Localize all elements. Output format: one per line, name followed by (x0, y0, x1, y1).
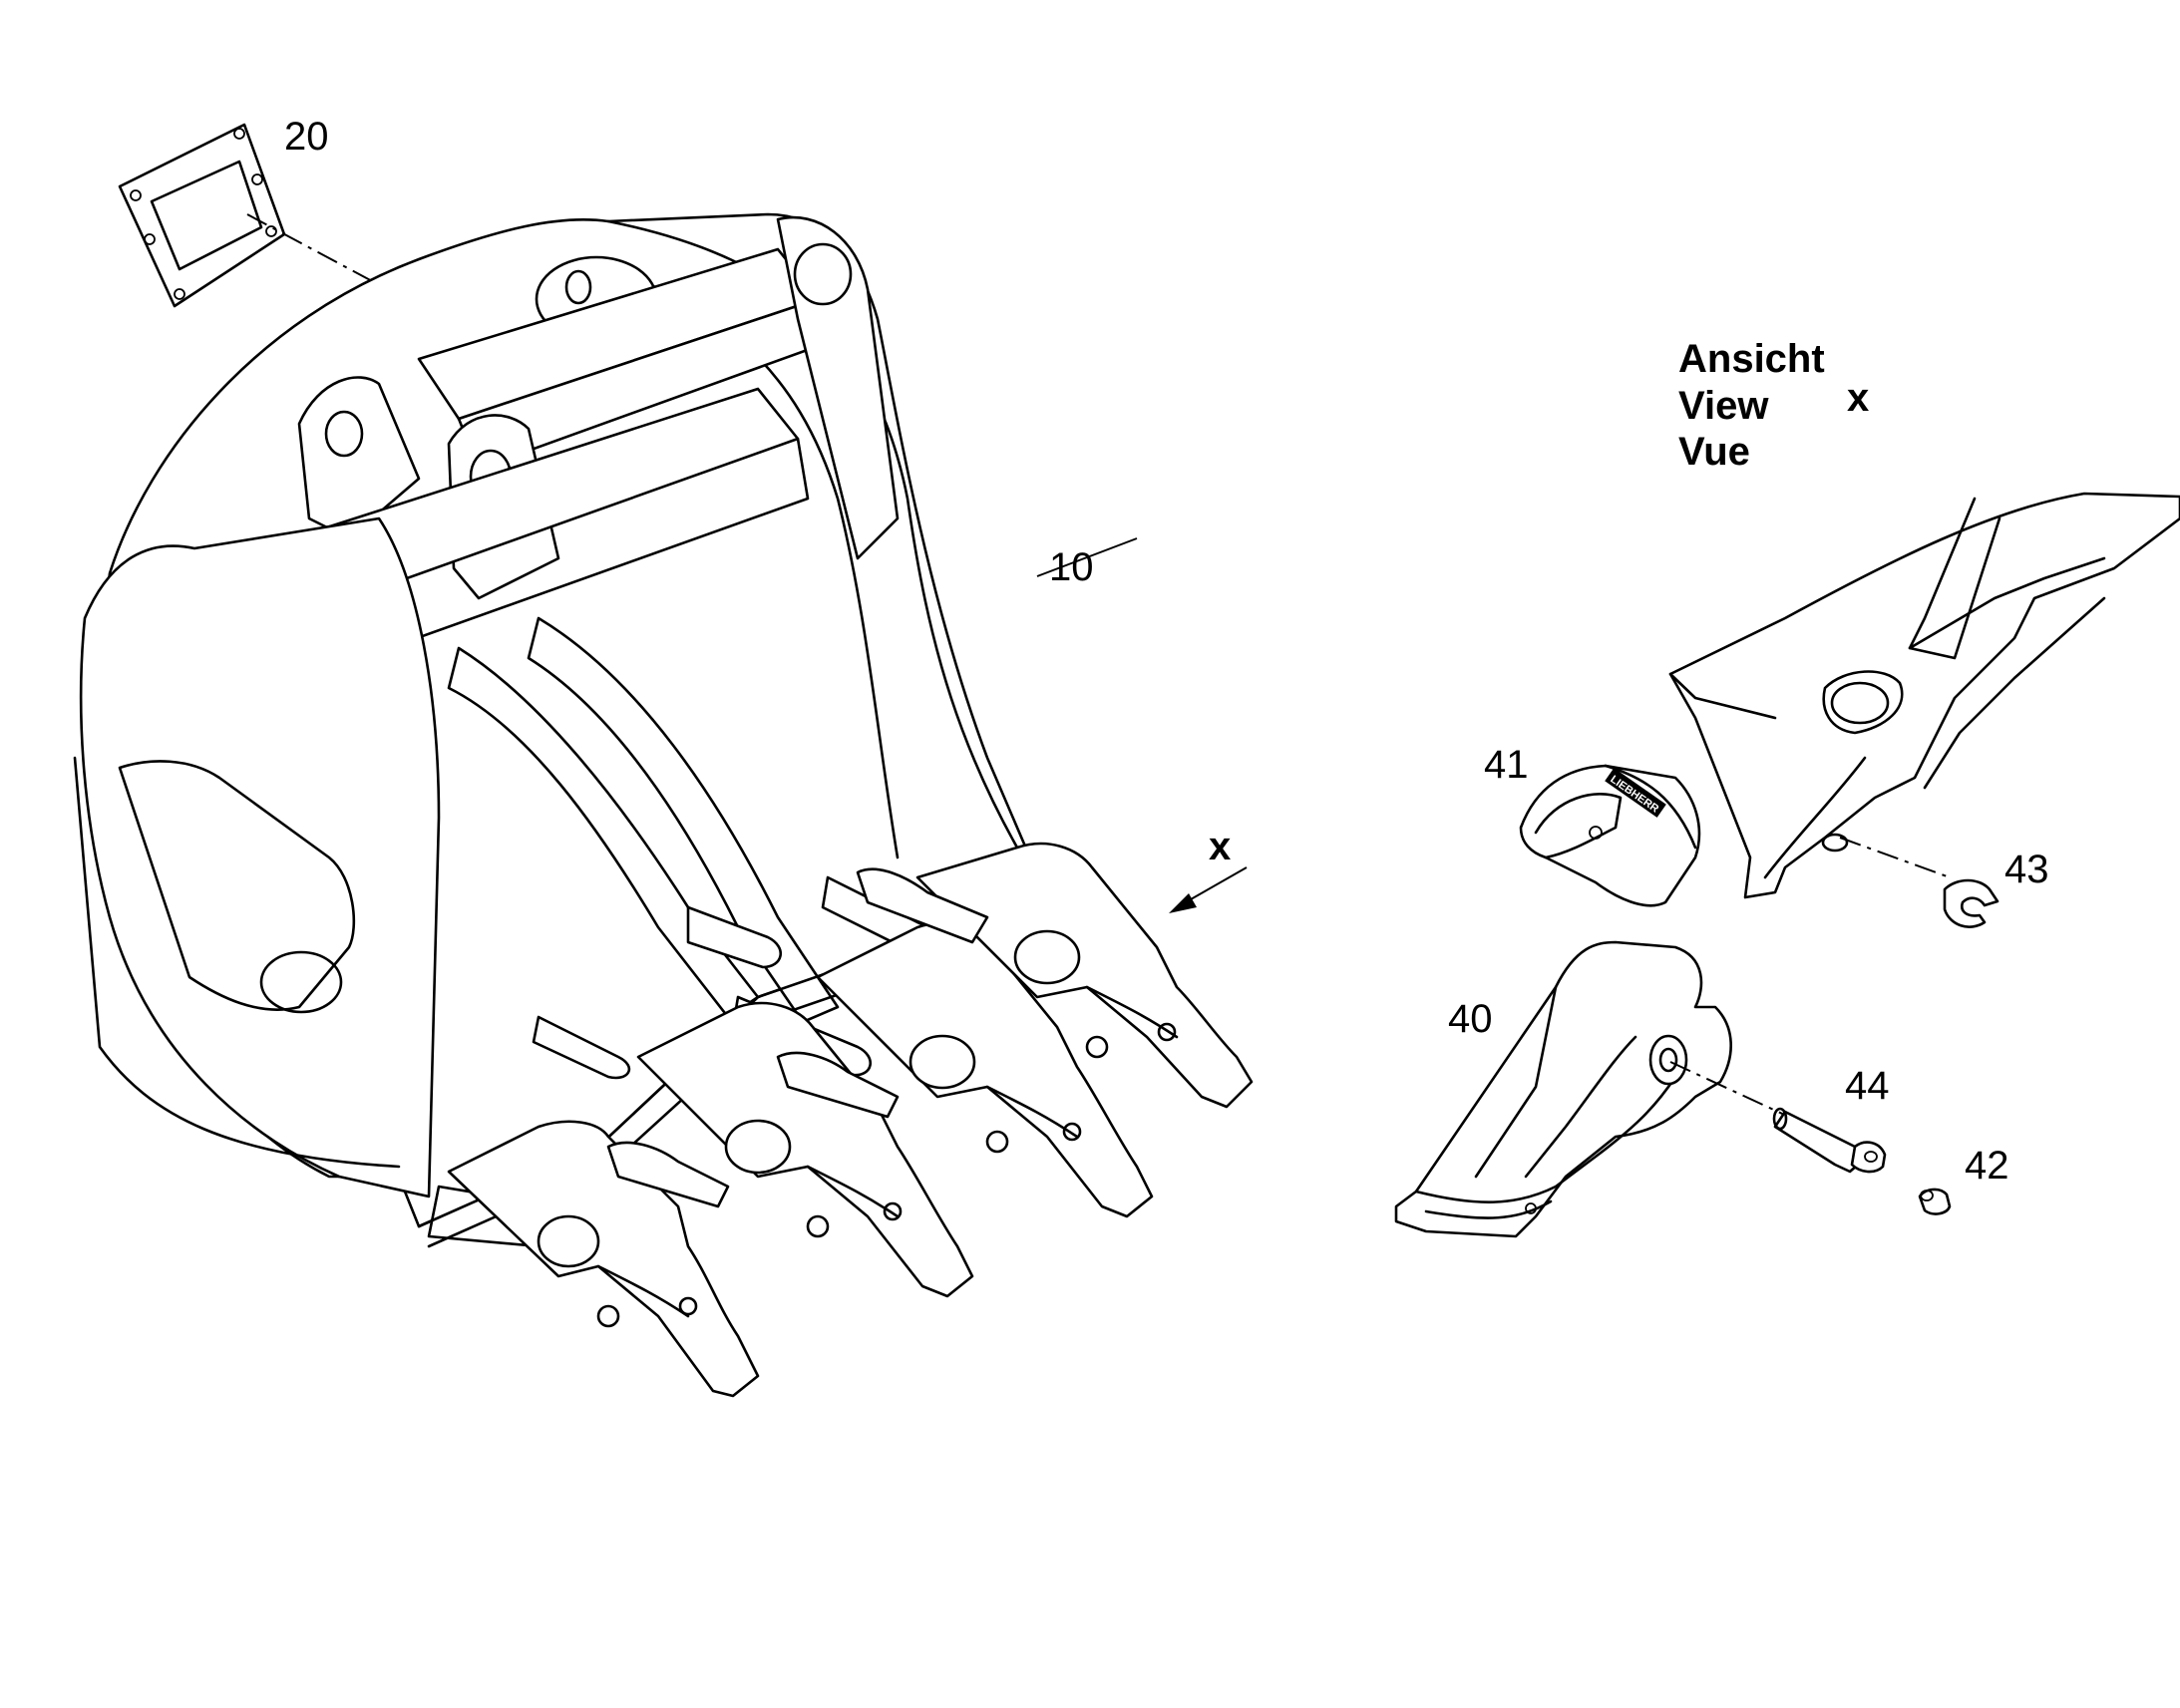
view-direction-arrow (1169, 866, 1248, 913)
view-caption-vue: Vue (1678, 430, 1750, 474)
label-part-41: 41 (1484, 743, 1529, 787)
bucket-part-10 (73, 212, 1254, 1398)
tooth-2 (636, 1001, 974, 1298)
view-caption-view: View (1678, 384, 1769, 428)
tooth-4 (915, 842, 1254, 1109)
label-direction-x: x (1209, 825, 1231, 868)
label-part-20: 20 (284, 115, 329, 159)
label-part-44: 44 (1845, 1064, 1890, 1108)
label-part-43: 43 (2004, 848, 2049, 891)
plate-part-20 (118, 123, 286, 308)
label-part-40: 40 (1448, 997, 1493, 1041)
pin-part-44 (1772, 1107, 1887, 1174)
tooth-3 (816, 921, 1154, 1218)
view-caption-ansicht: Ansicht (1678, 337, 1825, 381)
label-part-10: 10 (1049, 545, 1094, 589)
view-caption-x: x (1847, 376, 1869, 420)
plug-part-42 (1918, 1188, 1952, 1215)
cap-part-41: LIEBHERR (1519, 764, 1701, 907)
detail-view-x (1668, 492, 2180, 899)
label-part-42: 42 (1965, 1144, 2009, 1188)
tooth-tip-part-40 (1394, 940, 1732, 1238)
tooth-1 (447, 1120, 760, 1398)
clip-part-43 (1943, 878, 1999, 928)
